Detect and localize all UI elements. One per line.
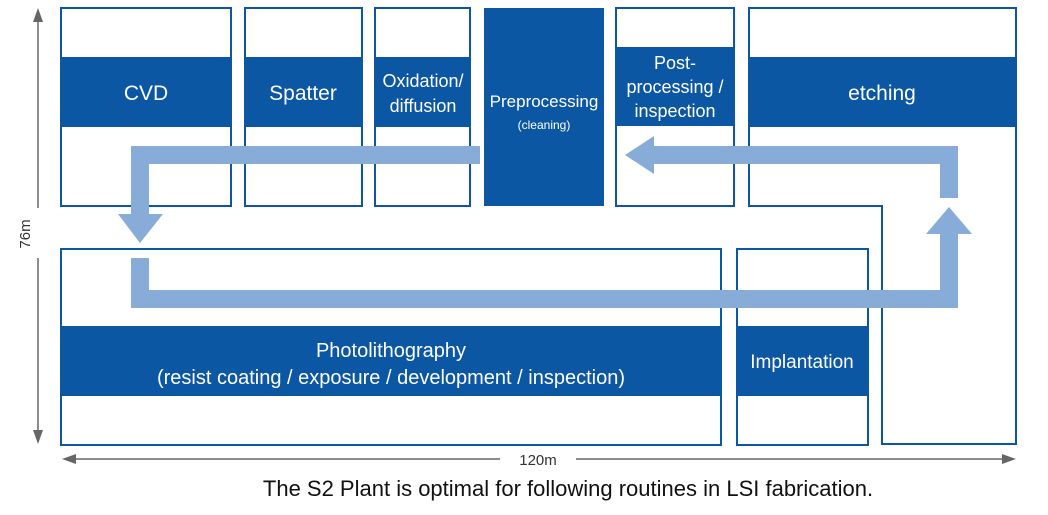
implantation-label-band	[738, 326, 867, 396]
postprocessing-label-line1: Post-	[654, 53, 696, 73]
oxidation-label-band	[376, 57, 469, 127]
flow-bar-top-right	[652, 146, 958, 164]
flow-bar-right-upper	[940, 146, 958, 198]
postprocessing-label-line2: processing /	[626, 77, 723, 97]
flow-arrowhead-left	[625, 136, 654, 174]
flow-bar-right-lower	[940, 232, 958, 308]
width-dimension-label: 120m	[519, 452, 557, 469]
postprocessing-label-line3: inspection	[634, 101, 715, 121]
etching-label: etching	[848, 82, 916, 105]
room-preprocessing-block	[484, 8, 604, 206]
diagram-caption: The S2 Plant is optimal for following ro…	[262, 476, 874, 501]
flow-bar-bottom	[131, 290, 958, 308]
spatter-label: Spatter	[269, 82, 337, 105]
oxidation-label-line2: diffusion	[390, 96, 457, 116]
process-flow-arrows	[118, 136, 972, 308]
preprocessing-label-line1: Preprocessing	[490, 92, 599, 111]
flow-bar-top	[148, 146, 480, 164]
width-label-mask	[500, 448, 576, 470]
etching-label-band	[750, 57, 1015, 127]
photolithography-label-line2: (resist coating / exposure / development…	[157, 367, 625, 389]
preprocessing-label-line2: (cleaning)	[518, 118, 571, 132]
photolithography-label-line1: Photolithography	[316, 340, 466, 362]
oxidation-label-line1: Oxidation/	[382, 71, 463, 91]
implantation-label: Implantation	[750, 352, 854, 373]
cvd-label: CVD	[124, 82, 168, 105]
flow-bar-left-down	[131, 146, 149, 216]
flow-arrowhead-down	[118, 214, 163, 243]
spatter-label-band	[246, 57, 361, 127]
flow-arrowhead-up	[926, 207, 972, 234]
postprocessing-label-band	[617, 47, 733, 126]
height-label-mask	[18, 208, 40, 258]
photolithography-label-band	[62, 326, 720, 396]
cvd-label-band	[62, 57, 230, 127]
height-dimension-label: 76m	[17, 219, 34, 248]
